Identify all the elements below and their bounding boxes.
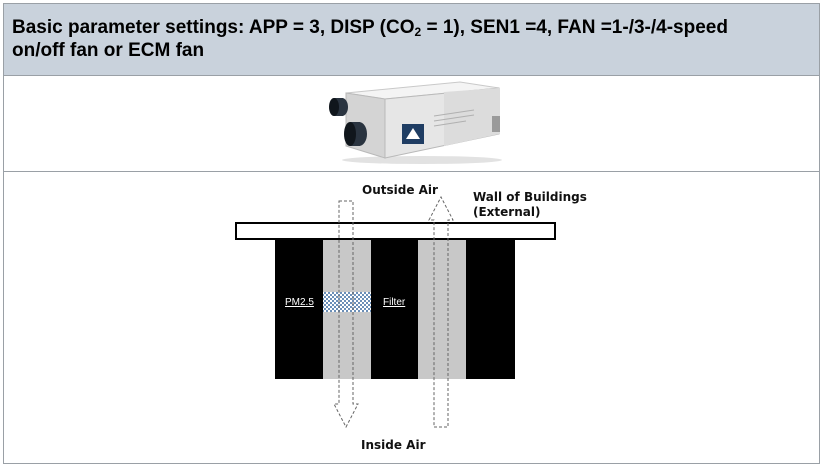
header-title: Basic parameter settings: APP = 3, DISP …: [12, 16, 812, 62]
filter-mesh: [323, 292, 371, 312]
inflow-arrow: [333, 200, 359, 429]
filter-label: Filter: [383, 297, 406, 308]
wall-label-line1: Wall of Buildings: [473, 190, 587, 204]
photo-row: [4, 76, 819, 172]
pm25-label: PM2.5: [285, 297, 314, 308]
exhaust-panel: [418, 239, 466, 379]
header-row: Basic parameter settings: APP = 3, DISP …: [4, 4, 819, 76]
building-wall: [235, 222, 556, 240]
title-prefix: Basic parameter settings: APP = 3, DISP …: [12, 17, 415, 38]
airflow-diagram-graphic: [235, 195, 556, 429]
outflow-arrow: [428, 195, 454, 428]
title-suffix: = 1), SEN1 =4, FAN =1-/3-/4-speed: [421, 17, 728, 38]
building-interior: [275, 239, 515, 379]
outside-air-label: Outside Air: [362, 183, 438, 197]
ventilation-unit-photo: [329, 81, 502, 164]
title-subscript: 2: [414, 25, 422, 39]
wall-label-line2: (External): [473, 205, 541, 219]
airflow-diagram: Outside Air Wall of Buildings (External)…: [4, 172, 819, 463]
inside-air-label: Inside Air: [361, 438, 426, 452]
title-line2: on/off fan or ECM fan: [12, 40, 205, 61]
parameter-table: Basic parameter settings: APP = 3, DISP …: [3, 3, 820, 464]
